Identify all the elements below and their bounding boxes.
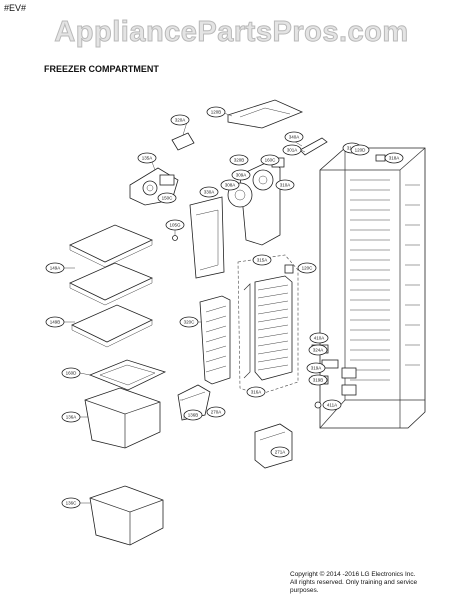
callout-136a: 136A [61,411,88,423]
callout-160d: 160D [61,367,91,379]
ice-bin [177,384,211,421]
copyright-line-2: All rights reserved. Only training and s… [290,579,418,586]
lower-air-duct [199,295,231,385]
glass-shelf-2 [69,262,153,306]
freezer-drawer-2 [89,485,164,546]
glass-shelf-3 [71,304,153,348]
svg-text:136C: 136C [66,501,78,506]
svg-text:320A: 320A [175,118,186,123]
svg-text:411A: 411A [327,403,337,408]
callout-270: 270A [180,399,226,418]
callout-149a: 149A [45,262,75,274]
callout-105: 105G [165,219,185,236]
callout-316: 316A [246,386,266,398]
callout-120d: 120D [350,144,370,156]
callout-120c: 120C [297,262,317,274]
freezer-cabinet [311,147,426,429]
callout-411: 411A [322,399,342,411]
copyright-line-3: purposes. [290,587,319,594]
svg-text:410A: 410A [314,336,325,341]
svg-text:310A: 310A [280,183,291,188]
cabinet-rails [350,179,420,381]
svg-text:319B: 319B [313,378,324,383]
glass-shelf-1 [69,224,153,268]
callout-301: 301A [282,144,306,156]
guide-rail-cover [254,423,293,469]
svg-text:120C: 120C [302,266,314,271]
freezer-drawer-1 [84,387,161,449]
svg-text:309A: 309A [236,173,247,178]
callout-149b: 149B [45,316,75,328]
switch-part [375,154,386,162]
evaporator-assembly [237,254,299,396]
svg-text:135A: 135A [142,156,153,161]
section-title: FREEZER COMPARTMENT [44,64,159,74]
svg-text:120D: 120D [355,148,367,153]
callout-315: 315A [252,254,272,266]
copyright-notice: Copyright © 2014 -2016 LG Electronics In… [290,571,460,595]
svg-text:150C: 150C [162,196,174,201]
callout-label: 120B [211,110,222,115]
svg-text:308A: 308A [225,183,236,188]
svg-text:318A: 318A [389,156,400,161]
callout-136b: 136B [183,409,203,421]
svg-text:315A: 315A [257,258,268,263]
svg-text:149A: 149A [50,266,61,271]
callout-318: 318A [384,152,404,164]
svg-text:340A: 340A [289,135,300,140]
svg-text:324A: 324A [313,348,324,353]
svg-text:160C: 160C [265,158,277,163]
callout-160: 160C [260,154,280,166]
callout-310: 310A [275,179,295,191]
callout-320a: 320A [170,114,190,136]
callout-330: 330A [199,186,219,198]
callout-271: 271A [270,446,290,458]
svg-text:136A: 136A [66,415,77,420]
svg-text:136B: 136B [188,413,199,418]
callout-320c: 320C [179,316,202,328]
callout-319b: 319B [308,374,328,386]
top-duct-cover [227,99,304,129]
svg-text:271A: 271A [275,450,286,455]
callout-324: 324A [308,344,328,356]
svg-text:301A: 301A [287,148,298,153]
slide-rod [299,137,328,156]
callout-120: 120B [206,106,233,118]
evaporator-cover [189,196,225,279]
watermark: AppliancePartsPros.com [54,16,409,49]
callout-309: 309A [231,169,251,181]
svg-text:320C: 320C [184,320,196,325]
svg-text:320B: 320B [234,158,245,163]
svg-text:149B: 149B [50,320,61,325]
svg-text:160D: 160D [66,371,78,376]
svg-text:316A: 316A [251,390,262,395]
svg-text:330A: 330A [204,190,215,195]
callout-320b: 320B [229,154,249,166]
svg-text:270A: 270A [211,410,222,415]
callout-136c: 136C [61,497,90,509]
svg-text:319A: 319A [311,366,322,371]
callout-319: 319A [306,362,326,374]
svg-text:105G: 105G [169,223,181,228]
callout-135: 135A [137,152,157,171]
callout-308: 308A [220,179,240,191]
callout-410: 410A [309,332,329,344]
revision-mark: #EV# [4,3,27,13]
callout-150: 150C [157,192,177,204]
screw-2 [172,235,178,241]
copyright-line-1: Copyright © 2014 -2016 LG Electronics In… [290,571,416,578]
callout-340: 340A [284,131,304,147]
basket-frame [88,359,167,391]
